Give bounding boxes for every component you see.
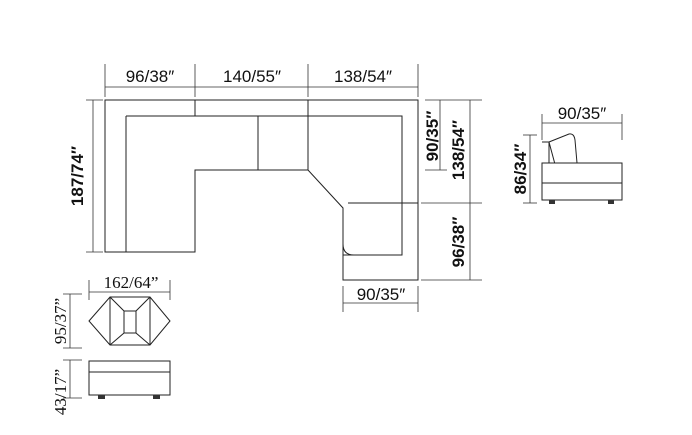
dim-left-height: 187/74″ [68,146,87,206]
chair-foot-right [608,200,614,204]
dim-right-upper: 138/54″ [449,120,468,180]
chair-base [541,182,623,201]
corner-seat-cushion [342,202,403,256]
chair-back-cushion [548,133,578,169]
dim-top-right: 138/54″ [334,67,392,86]
dim-ottoman-depth: 95/37” [51,298,70,344]
armless-chair-side-view: 90/35″ 86/34″ [511,104,623,204]
chair-seat [541,162,623,184]
ottoman-body [88,360,171,396]
dim-ottoman-height: 43/17” [51,369,70,415]
top-dimension: 96/38″ 140/55″ 138/54″ [104,64,419,97]
chair-foot-left [549,200,555,204]
chair-back-frame [542,141,550,163]
sectional-sofa-plan [104,99,419,281]
ottoman-foot-right [153,395,160,399]
dim-top-middle: 140/55″ [223,67,281,86]
sectional-outline [104,99,419,281]
dim-chair-width: 90/35″ [558,104,607,123]
bottom-dimension: 90/35″ [342,285,419,312]
dim-right-back-depth: 90/35″ [423,111,442,162]
dim-right-lower: 96/38″ [449,217,468,268]
dim-bottom-width: 90/35″ [357,285,406,304]
ottoman-foot-left [98,395,105,399]
dim-top-left: 96/38″ [126,67,175,86]
ottoman-top-view: 162/64” 95/37” [51,273,171,349]
ottoman-side-seams [109,297,151,345]
dim-chair-height: 86/34″ [511,144,530,195]
ottoman-inner-cushion [109,296,151,346]
sectional-inner-line [126,115,403,256]
ottoman-side-view: 43/17” [51,359,171,415]
left-dimension: 187/74″ [68,99,103,253]
right-dimensions: 90/35″ 138/54″ 96/38″ [421,99,482,281]
ottoman-hex-outline [88,296,171,346]
dim-ottoman-width: 162/64” [104,273,159,292]
